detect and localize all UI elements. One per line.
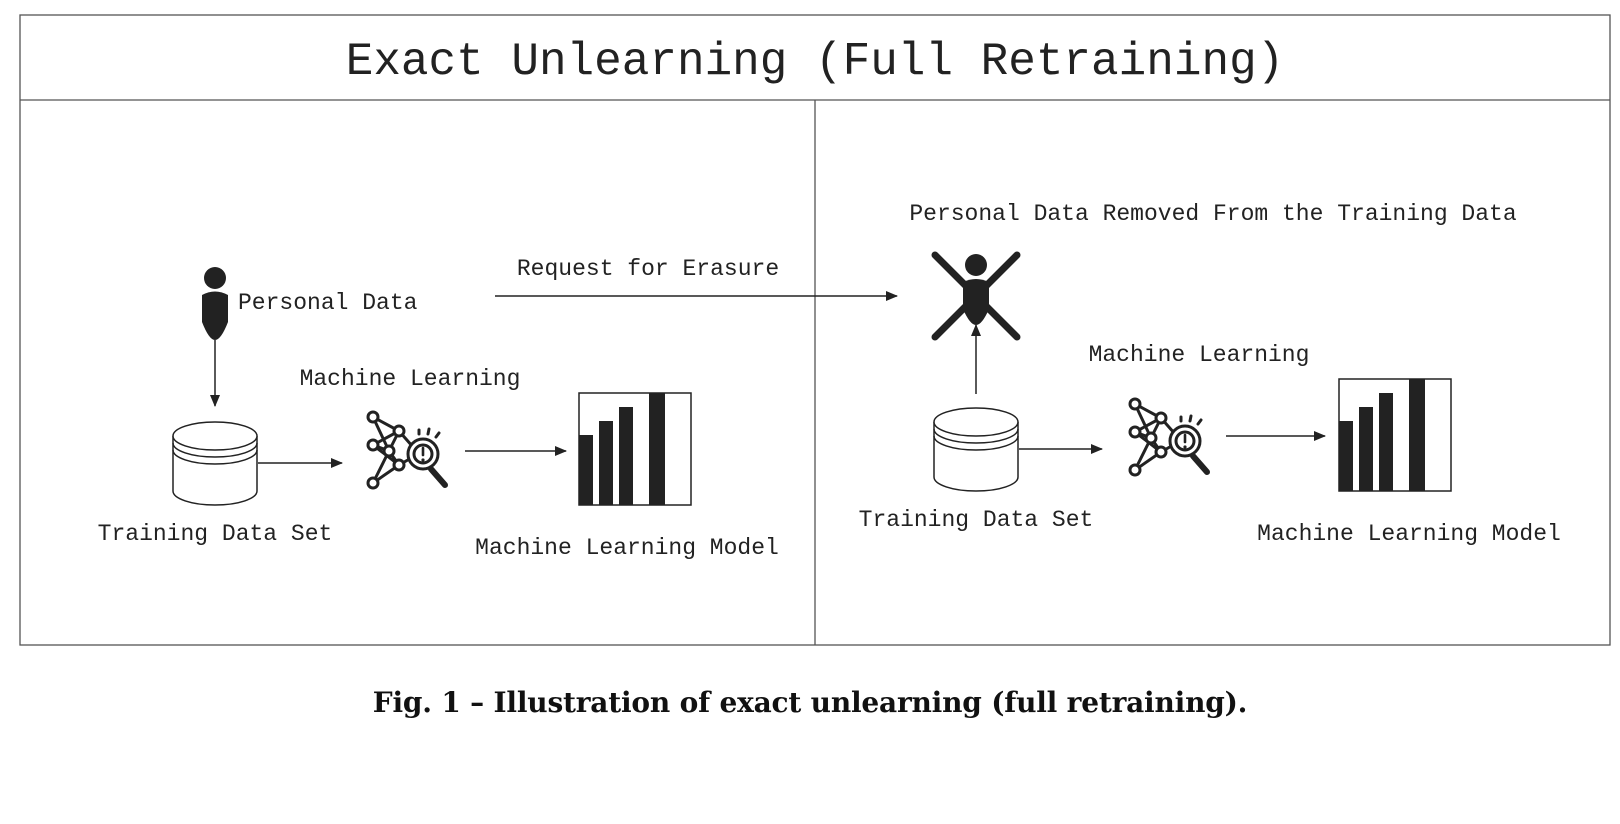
neural-network-magnifier-icon xyxy=(368,412,445,488)
personal-data-label: Personal Data xyxy=(238,290,418,316)
training-data-label: Training Data Set xyxy=(859,507,1094,533)
left-panel: Personal Data Training Data Set Machine … xyxy=(98,267,779,561)
machine-learning-label: Machine Learning xyxy=(1089,342,1310,368)
machine-learning-label: Machine Learning xyxy=(300,366,521,392)
request-label: Request for Erasure xyxy=(517,256,779,282)
right-panel: Personal Data Removed From the Training … xyxy=(859,201,1561,547)
person-icon xyxy=(202,267,228,340)
training-data-label: Training Data Set xyxy=(98,521,333,547)
removed-label: Personal Data Removed From the Training … xyxy=(909,201,1516,227)
model-label: Machine Learning Model xyxy=(1257,521,1561,547)
neural-network-magnifier-icon xyxy=(1130,399,1207,475)
model-label: Machine Learning Model xyxy=(475,535,779,561)
database-icon xyxy=(172,421,258,506)
database-icon xyxy=(933,407,1019,492)
crossed-out-person-icon xyxy=(931,251,1021,341)
figure-caption: Fig. 1 – Illustration of exact unlearnin… xyxy=(372,686,1248,719)
bar-chart-icon xyxy=(578,392,692,506)
bar-chart-icon xyxy=(1338,378,1452,492)
diagram-title: Exact Unlearning (Full Retraining) xyxy=(346,36,1285,88)
